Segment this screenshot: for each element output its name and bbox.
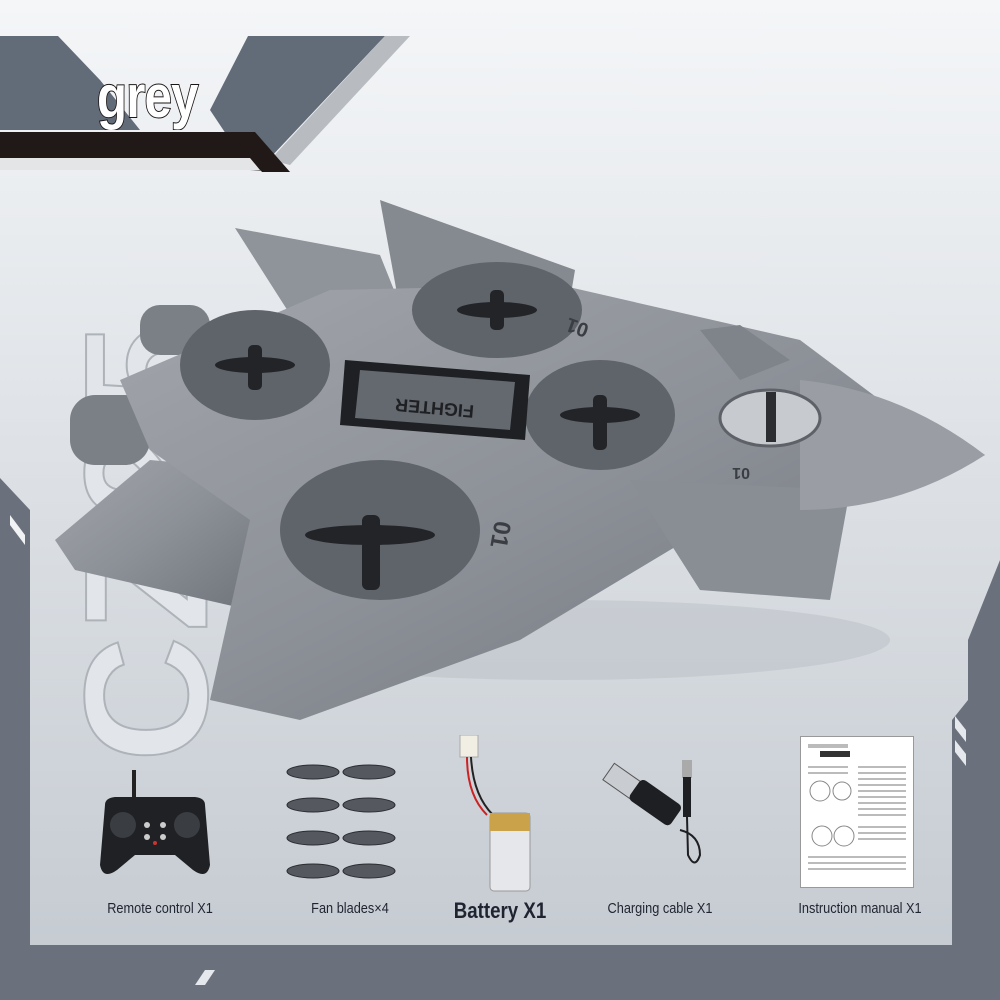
accessory-label-remote: Remote control X1: [107, 900, 213, 917]
remote-control-icon: [100, 770, 210, 874]
number-marking: 01: [732, 464, 750, 481]
accessory-label-battery: Battery X1: [453, 898, 547, 923]
accessory-label-cable: Charging cable X1: [607, 900, 713, 917]
usb-cable-icon: [602, 760, 702, 864]
drone-fighter-image: FIGHTER 01 01 01: [55, 200, 985, 720]
accessory-label-fan-blades: Fan blades×4: [311, 900, 389, 917]
accessory-label-manual: Instruction manual X1: [798, 900, 922, 917]
battery-icon: [459, 735, 531, 892]
number-marking: 01: [484, 519, 515, 550]
manual-icon: [800, 736, 914, 888]
propeller-icon: [286, 764, 396, 879]
engine-nozzle: [70, 395, 150, 465]
color-title: grey: [96, 62, 199, 131]
